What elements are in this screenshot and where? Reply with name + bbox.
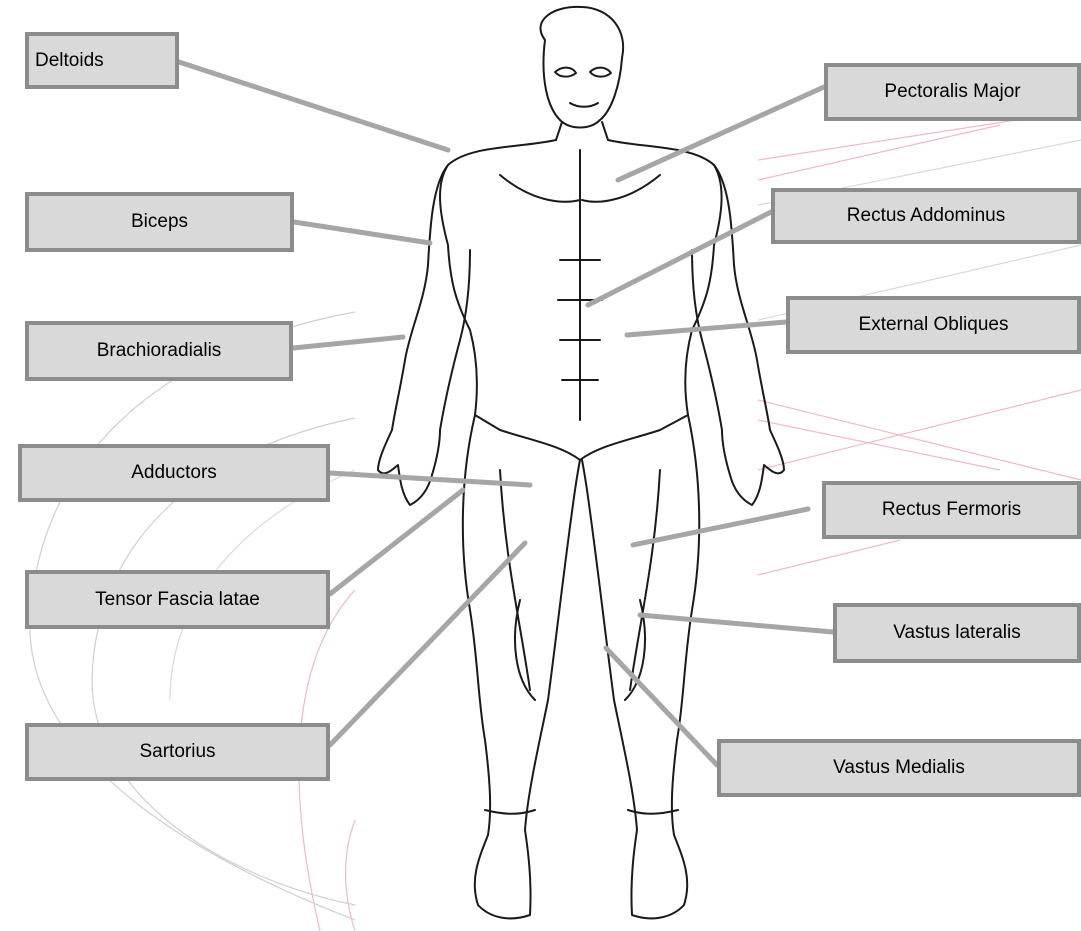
label-adductors: Adductors xyxy=(18,444,330,502)
label-brachioradialis: Brachioradialis xyxy=(25,321,293,381)
figure-abs xyxy=(558,250,602,420)
leader-line-vastus-medialis xyxy=(606,648,717,765)
leader-line-deltoids xyxy=(179,62,448,150)
label-external-obliques: External Obliques xyxy=(786,296,1081,354)
leader-line-vastus-lateralis xyxy=(640,615,833,632)
leader-line-tensor xyxy=(330,490,463,594)
label-vastus-medialis: Vastus Medialis xyxy=(717,739,1081,797)
label-vastus-lateralis: Vastus lateralis xyxy=(833,603,1081,663)
leader-line-rectus-fermoris xyxy=(633,509,808,545)
label-biceps: Biceps xyxy=(25,192,294,252)
leader-line-rectus-addominus xyxy=(588,212,771,305)
figure-head xyxy=(540,7,623,128)
figure-eye-left xyxy=(555,68,576,77)
leader-line-biceps xyxy=(294,222,430,243)
bg-line-pink-3 xyxy=(758,400,1081,480)
leader-lines xyxy=(179,62,833,765)
label-rectus-addominus: Rectus Addominus xyxy=(771,188,1081,244)
label-rectus-fermoris: Rectus Fermoris xyxy=(822,481,1081,539)
figure-eye-right xyxy=(590,68,611,77)
label-tensor-fascia-latae: Tensor Fascia latae xyxy=(25,570,330,629)
bg-line-pink-6 xyxy=(758,540,900,575)
bg-arc-pink-2 xyxy=(346,820,355,931)
figure-leg-right xyxy=(582,415,699,918)
label-deltoids: Deltoids xyxy=(25,32,179,89)
figure-mouth xyxy=(570,103,598,107)
leader-line-brachioradialis xyxy=(293,337,403,348)
figure-thigh-lines xyxy=(500,470,660,700)
figure-ankle-wraps xyxy=(485,810,678,814)
leader-line-external-obliques xyxy=(627,322,786,335)
figure-neck xyxy=(556,122,608,140)
figure-arm-left xyxy=(378,165,470,505)
label-pectoralis-major: Pectoralis Major xyxy=(824,63,1081,121)
bg-line-pink-2 xyxy=(758,125,1000,180)
figure-chest-line xyxy=(500,150,660,250)
figure-leg-left xyxy=(463,415,580,918)
label-sartorius: Sartorius xyxy=(25,723,330,781)
leader-line-pectoralis xyxy=(618,87,824,180)
bg-line-pink-4 xyxy=(758,420,1000,470)
